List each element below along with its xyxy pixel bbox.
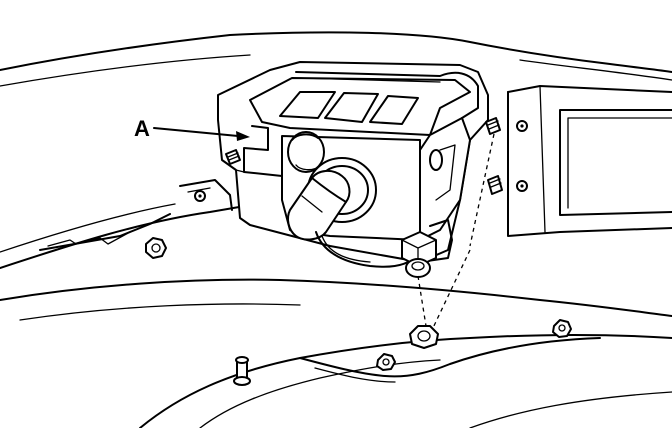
housing-bolt-right-lower: [487, 175, 503, 195]
wiring-harness: [315, 219, 453, 278]
callout-a: A: [134, 116, 250, 141]
hex-nut-left: [145, 237, 167, 259]
installation-guide-lines: [417, 133, 495, 331]
harness-connector: [401, 231, 437, 267]
housing-bolt-left: [225, 149, 241, 165]
bulb-socket-upper: [287, 131, 325, 173]
housing-bolt-right-upper: [485, 117, 501, 135]
bulb-socket-main: [287, 157, 377, 241]
callout-a-arrowhead: [236, 131, 250, 141]
headlamp-housing: [217, 61, 503, 263]
callout-a-label: A: [134, 116, 150, 141]
lower-grommet: [409, 325, 439, 349]
body-panel-outlines: [0, 31, 672, 428]
grommet-nut: [405, 258, 431, 278]
stud-bolt-lower: [233, 356, 251, 386]
callout-a-leader-line: [153, 127, 239, 137]
hex-nut-lower-right: [552, 319, 572, 338]
hex-nut-lower-middle: [376, 353, 396, 371]
